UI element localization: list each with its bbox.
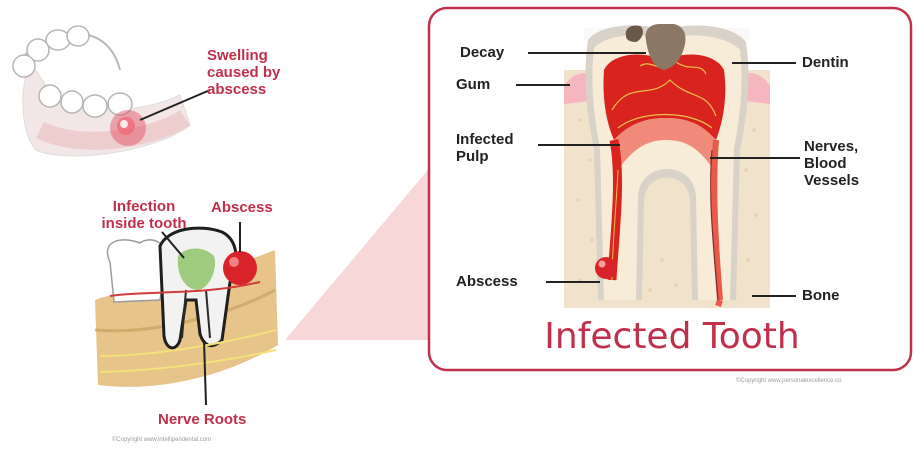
nerve-roots-label: Nerve Roots: [158, 411, 246, 428]
molar-abscess-blob: [223, 251, 257, 285]
nerves-blood-vessels-label: Nerves, Blood Vessels: [804, 138, 859, 189]
swelling-label: Swelling caused by abscess: [207, 47, 280, 98]
molar-abscess-label: Abscess: [211, 199, 273, 216]
diagram-title: Infected Tooth: [430, 316, 914, 357]
infected-pulp-label: Infected Pulp: [456, 131, 514, 165]
copyright-left: ©Copyright www.intellipendental.com: [112, 437, 211, 443]
copyright-right: ©Copyright www.personalexcellence.co: [736, 378, 841, 384]
infection-inside-label: Infection inside tooth: [84, 198, 204, 232]
abscess-label: Abscess: [456, 273, 518, 290]
decay-label: Decay: [460, 44, 504, 61]
jaw-illustration: [13, 26, 210, 156]
molar-illustration: [95, 222, 278, 405]
zoom-wedge: [285, 165, 432, 340]
root-abscess: [595, 257, 617, 279]
tooth-cross-section: [564, 24, 770, 308]
dentin-label: Dentin: [802, 54, 849, 71]
gum-label: Gum: [456, 76, 490, 93]
bone-label: Bone: [802, 287, 840, 304]
